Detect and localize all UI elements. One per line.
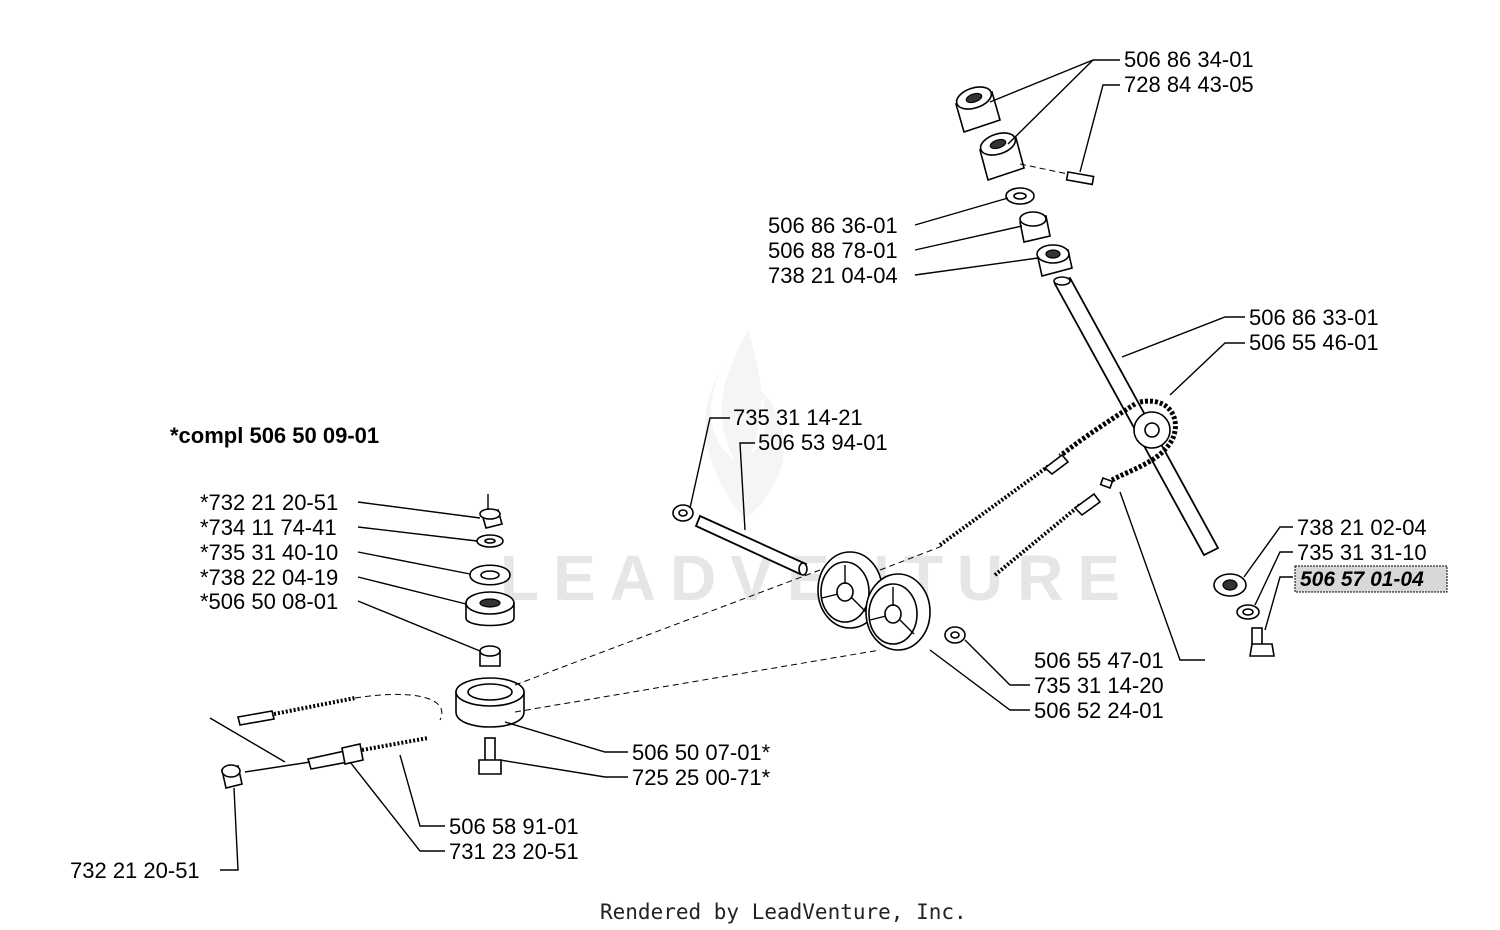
part-label-731-23-20-51[interactable]: 731 23 20-51 bbox=[449, 839, 579, 864]
part-label-735-31-14-20[interactable]: 735 31 14-20 bbox=[1034, 673, 1164, 698]
pin-washer-upper bbox=[672, 504, 694, 522]
part-label-506-58-91-01[interactable]: 506 58 91-01 bbox=[449, 814, 579, 839]
part-label-506-52-24-01[interactable]: 506 52 24-01 bbox=[1034, 698, 1164, 723]
leader-lines bbox=[220, 59, 1293, 871]
spacer-bushing bbox=[1019, 211, 1051, 243]
set-screw bbox=[1019, 163, 1095, 186]
pulley-axle bbox=[694, 514, 808, 576]
washer-lower bbox=[1236, 604, 1260, 620]
cable-lower bbox=[993, 492, 1102, 577]
pin-washer-lower bbox=[944, 626, 966, 644]
belt-right bbox=[879, 544, 946, 571]
bolt-lower bbox=[1249, 627, 1275, 657]
cable-path bbox=[354, 693, 443, 721]
tension-pulley bbox=[455, 677, 525, 728]
bushing bbox=[479, 645, 501, 667]
part-label-506-50-08-01[interactable]: *506 50 08-01 bbox=[200, 589, 338, 614]
cable-upper bbox=[938, 453, 1070, 547]
cable-nut bbox=[221, 764, 243, 789]
part-label-506-55-47-01[interactable]: 506 55 47-01 bbox=[1034, 648, 1164, 673]
watermark-text: LEADVENTURE bbox=[500, 542, 1134, 614]
part-label-506-53-94-01[interactable]: 506 53 94-01 bbox=[758, 430, 888, 455]
pulley-wheel-2 bbox=[865, 573, 931, 651]
sprocket bbox=[1133, 411, 1171, 449]
part-label-725-25-00-71[interactable]: 725 25 00-71* bbox=[632, 765, 771, 790]
cable-axis-line-2 bbox=[244, 761, 311, 773]
drive-chain bbox=[1058, 398, 1178, 483]
part-label-734-11-74-41[interactable]: *734 11 74-41 bbox=[200, 515, 337, 540]
drive-shaft bbox=[1053, 276, 1220, 557]
cable-housing-lower bbox=[306, 736, 429, 770]
watermark-flame-icon bbox=[704, 330, 785, 520]
nut-top bbox=[479, 494, 503, 529]
part-label-728-84-43-05[interactable]: 728 84 43-05 bbox=[1124, 72, 1254, 97]
part-label-738-21-04-04[interactable]: 738 21 04-04 bbox=[768, 263, 898, 288]
part-label-506-86-33-01[interactable]: 506 86 33-01 bbox=[1249, 305, 1379, 330]
part-label-735-31-31-10[interactable]: 735 31 31-10 bbox=[1297, 540, 1427, 565]
highlighted-part-box[interactable]: 506 57 01-04 bbox=[1294, 565, 1448, 593]
pulley-bolt bbox=[478, 737, 502, 775]
part-label-738-21-02-04[interactable]: 738 21 02-04 bbox=[1297, 515, 1427, 540]
upper-collar-1 bbox=[955, 86, 1001, 134]
footer-credit: Rendered by LeadVenture, Inc. bbox=[600, 900, 967, 924]
part-label-732-21-20-51[interactable]: 732 21 20-51 bbox=[70, 858, 200, 883]
washer-upper bbox=[1005, 187, 1035, 205]
part-label-735-31-14-21[interactable]: 735 31 14-21 bbox=[733, 405, 863, 430]
cable-axis-line bbox=[209, 717, 286, 763]
part-label-506-86-36-01[interactable]: 506 86 36-01 bbox=[768, 213, 898, 238]
belt-lower bbox=[514, 649, 881, 713]
part-label-738-22-04-19[interactable]: *738 22 04-19 bbox=[200, 565, 338, 590]
part-label-506-50-07-01[interactable]: 506 50 07-01* bbox=[632, 740, 771, 765]
cable-housing-upper bbox=[237, 696, 356, 726]
bearing-upper bbox=[1036, 244, 1073, 277]
part-label-735-31-40-10[interactable]: *735 31 40-10 bbox=[200, 540, 338, 565]
bearing-lower bbox=[1213, 573, 1247, 597]
part-label-732-21-20-51-star[interactable]: *732 21 20-51 bbox=[200, 490, 338, 515]
spring-washer bbox=[469, 564, 511, 586]
compl-label: *compl 506 50 09-01 bbox=[170, 423, 379, 448]
part-label-506-86-34-01[interactable]: 506 86 34-01 bbox=[1124, 47, 1254, 72]
part-label-506-55-46-01[interactable]: 506 55 46-01 bbox=[1249, 330, 1379, 355]
belt-upper bbox=[514, 569, 821, 686]
washer-flat bbox=[476, 534, 504, 548]
part-label-506-57-01-04[interactable]: 506 57 01-04 bbox=[1300, 568, 1424, 591]
tension-bearing bbox=[465, 591, 515, 627]
chain-link bbox=[1099, 476, 1114, 490]
upper-collar-2 bbox=[979, 132, 1025, 182]
part-label-506-88-78-01[interactable]: 506 88 78-01 bbox=[768, 238, 898, 263]
